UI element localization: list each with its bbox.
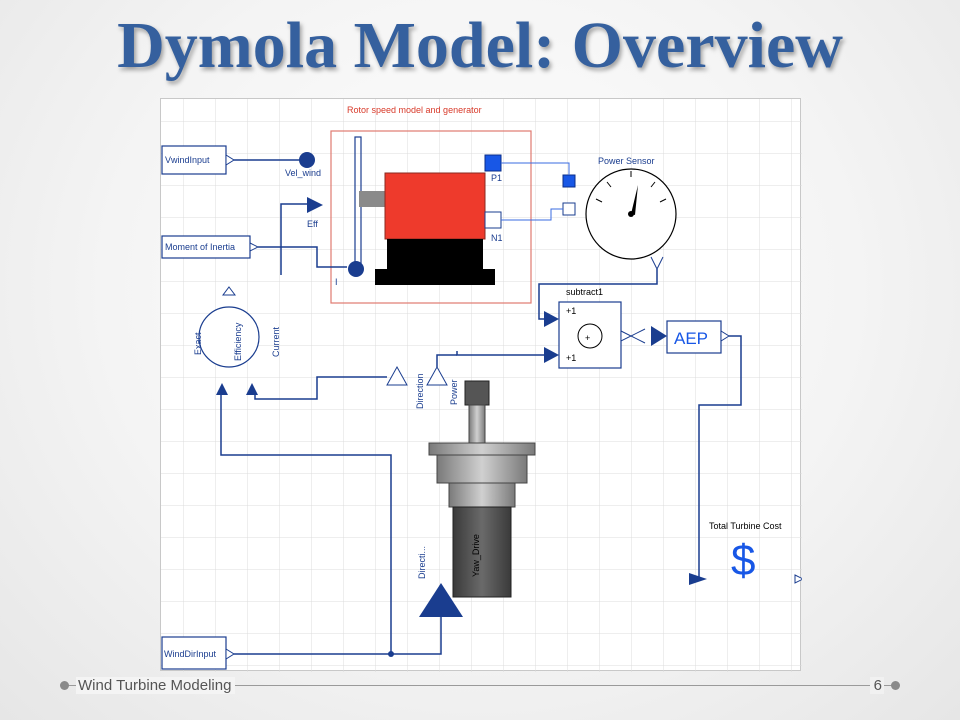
aep-label: AEP <box>674 329 708 348</box>
wire-p1 <box>501 162 570 175</box>
slide-footer: Wind Turbine Modeling 6 <box>60 676 900 696</box>
port-n1[interactable] <box>484 211 502 229</box>
rotor-generator-group[interactable]: Rotor speed model and generator P1 N1 I <box>330 105 532 304</box>
power-sensor-port-b[interactable] <box>562 202 576 216</box>
footer-dot-left <box>60 681 69 690</box>
eff-port-icon[interactable] <box>307 197 323 213</box>
plus-top-label: +1 <box>566 306 576 316</box>
footer-text: Wind Turbine Modeling <box>76 677 236 694</box>
exact-input-port[interactable] <box>216 383 228 395</box>
power-label: Power <box>449 379 459 405</box>
dollar-icon: $ <box>731 536 755 585</box>
footer-dot-right <box>891 681 900 690</box>
wire-inertia <box>258 246 347 268</box>
plus-sign: + <box>585 333 590 343</box>
wire-winddir-yaw <box>391 617 442 655</box>
inertia-port-label: I <box>335 277 338 287</box>
footer-rule <box>66 685 894 686</box>
directi-port[interactable] <box>419 583 463 617</box>
direction-port[interactable] <box>386 365 408 386</box>
power-sensor-block[interactable]: Power Sensor <box>562 156 677 271</box>
total-turbine-cost-label: Total Turbine Cost <box>709 521 782 531</box>
moment-of-inertia-block[interactable]: Moment of Inertia <box>161 235 260 259</box>
wire-winddir-exact <box>220 395 392 655</box>
efficiency-block[interactable]: Efficiency Exact Current <box>193 286 281 395</box>
inertia-port-dot[interactable] <box>348 261 364 277</box>
aep-block[interactable]: AEP <box>651 320 730 354</box>
port-p1-label: P1 <box>491 173 502 183</box>
subtract-block[interactable]: subtract1 +1 +1 + <box>544 287 646 369</box>
exact-label: Exact <box>193 332 203 355</box>
wire-sensor-subtract <box>538 269 658 320</box>
wire-direction-current <box>254 376 387 400</box>
yaw-drive-block[interactable]: Yaw_Drive <box>428 380 536 598</box>
efficiency-label: Efficiency <box>233 322 243 361</box>
wire-junction <box>388 651 394 657</box>
subtract-label: subtract1 <box>566 287 603 297</box>
wire-eff <box>280 203 307 267</box>
wind-dir-input-block[interactable]: WindDirInput <box>161 636 235 670</box>
vel-wind-label: Vel_wind <box>285 168 321 178</box>
shaft-coupling <box>359 191 385 207</box>
port-p1[interactable] <box>484 154 502 172</box>
generator-foot <box>375 269 495 285</box>
dymola-diagram-canvas[interactable]: Rotor speed model and generator P1 N1 I … <box>160 98 802 672</box>
wire-power <box>436 354 457 367</box>
vwind-input-block[interactable]: VwindInput <box>161 145 235 175</box>
rotor-group-label: Rotor speed model and generator <box>347 105 482 115</box>
current-label: Current <box>271 326 281 357</box>
power-sensor-port-a[interactable] <box>562 174 576 188</box>
current-input-port[interactable] <box>246 383 258 395</box>
page-number: 6 <box>869 677 884 694</box>
vwind-input-label: VwindInput <box>165 155 210 165</box>
yaw-drive-label: Yaw_Drive <box>471 534 481 577</box>
wire-n1 <box>501 208 563 221</box>
wind-dir-input-label: WindDirInput <box>164 649 217 659</box>
directi-label: Directi... <box>417 546 427 579</box>
generator-body[interactable] <box>384 172 486 240</box>
moment-of-inertia-label: Moment of Inertia <box>165 242 235 252</box>
plus-bottom-label: +1 <box>566 353 576 363</box>
vel-wind-port[interactable] <box>299 152 315 168</box>
total-turbine-cost-block[interactable]: Total Turbine Cost $ <box>689 521 802 585</box>
port-n1-label: N1 <box>491 233 503 243</box>
slide-title: Dymola Model: Overview <box>117 9 843 82</box>
power-port[interactable] <box>426 365 448 386</box>
wire-aep-cost <box>698 335 742 579</box>
generator-base <box>387 239 483 269</box>
power-sensor-label: Power Sensor <box>598 156 655 166</box>
eff-label: Eff <box>307 219 318 229</box>
direction-label: Direction <box>415 373 425 409</box>
